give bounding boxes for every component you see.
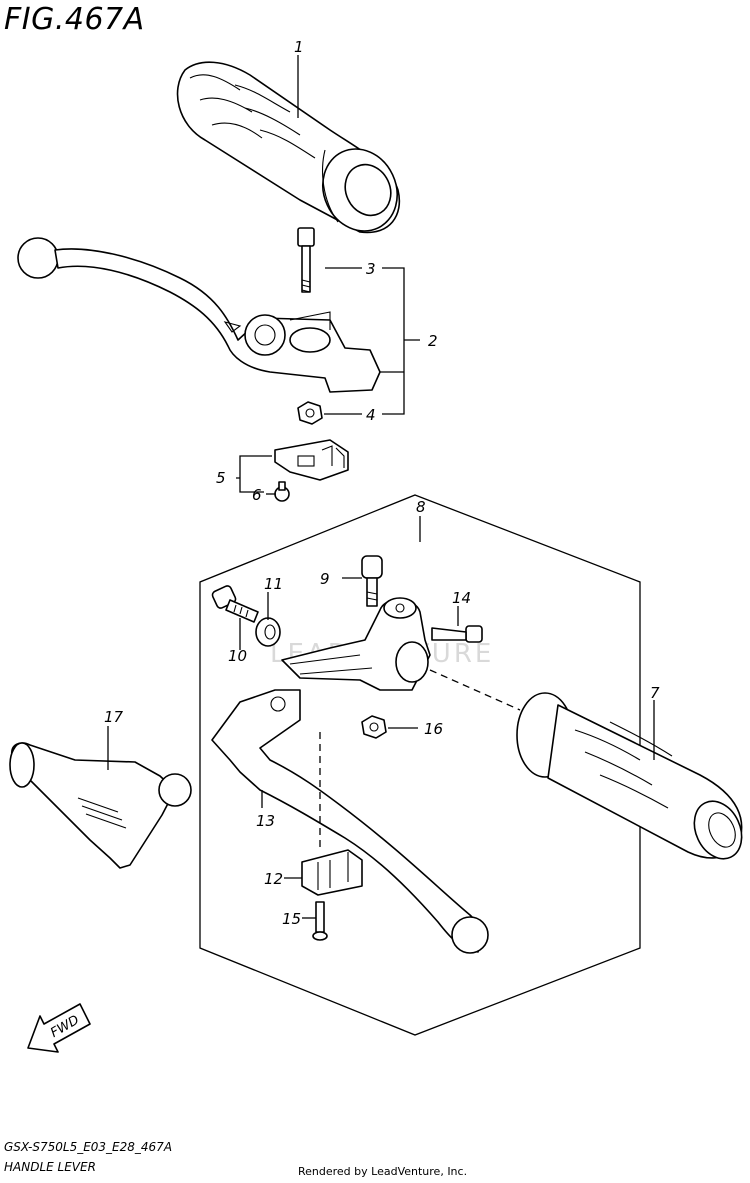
callout-16: 16 bbox=[424, 720, 443, 738]
assembly-8-outline bbox=[199, 494, 641, 1036]
part-13-clutch-lever[interactable] bbox=[211, 689, 489, 954]
callout-17: 17 bbox=[104, 708, 124, 726]
part-5-brake-switch[interactable] bbox=[274, 439, 349, 481]
part-9-bolt[interactable] bbox=[361, 555, 383, 607]
leader-2 bbox=[380, 267, 420, 415]
part-15-screw[interactable] bbox=[312, 901, 328, 941]
figure-title: FIG.467A bbox=[4, 2, 145, 37]
callout-4: 4 bbox=[366, 406, 376, 424]
part-16-nut[interactable] bbox=[361, 715, 387, 739]
callout-11: 11 bbox=[264, 575, 283, 593]
callout-8: 8 bbox=[416, 498, 426, 516]
part-14-bolt[interactable] bbox=[431, 625, 483, 643]
callout-10: 10 bbox=[228, 647, 247, 665]
leader-5 bbox=[236, 455, 272, 493]
callout-13: 13 bbox=[256, 812, 275, 830]
callout-15: 15 bbox=[282, 910, 301, 928]
fwd-arrow-icon: FWD bbox=[27, 1003, 91, 1053]
callout-1: 1 bbox=[294, 38, 304, 56]
callout-6: 6 bbox=[252, 486, 262, 504]
callout-5: 5 bbox=[216, 469, 226, 487]
part-3-bolt[interactable] bbox=[297, 227, 315, 293]
figure-code: GSX-S750L5_E03_E28_467A bbox=[4, 1140, 173, 1154]
part-11-washer[interactable] bbox=[255, 617, 281, 647]
callout-9: 9 bbox=[320, 570, 330, 588]
figure-name: HANDLE LEVER bbox=[4, 1160, 96, 1174]
part-17-switch-housing[interactable] bbox=[9, 742, 192, 869]
part-2-brake-lever[interactable] bbox=[17, 237, 381, 393]
callout-3: 3 bbox=[366, 260, 376, 278]
callout-12: 12 bbox=[264, 870, 283, 888]
clutch-lever-holder[interactable] bbox=[281, 597, 431, 691]
callout-2: 2 bbox=[428, 332, 438, 350]
callout-14: 14 bbox=[452, 589, 471, 607]
part-1-throttle-grip[interactable] bbox=[176, 61, 411, 243]
part-7-left-grip[interactable] bbox=[516, 692, 750, 866]
part-12-clutch-switch[interactable] bbox=[301, 849, 363, 896]
dashed-axis bbox=[429, 669, 521, 711]
rendered-by: Rendered by LeadVenture, Inc. bbox=[298, 1165, 468, 1178]
callout-7: 7 bbox=[650, 684, 660, 702]
part-4-nut[interactable] bbox=[297, 401, 323, 425]
part-10-bolt[interactable] bbox=[211, 585, 259, 623]
part-6-screw[interactable] bbox=[274, 481, 290, 502]
